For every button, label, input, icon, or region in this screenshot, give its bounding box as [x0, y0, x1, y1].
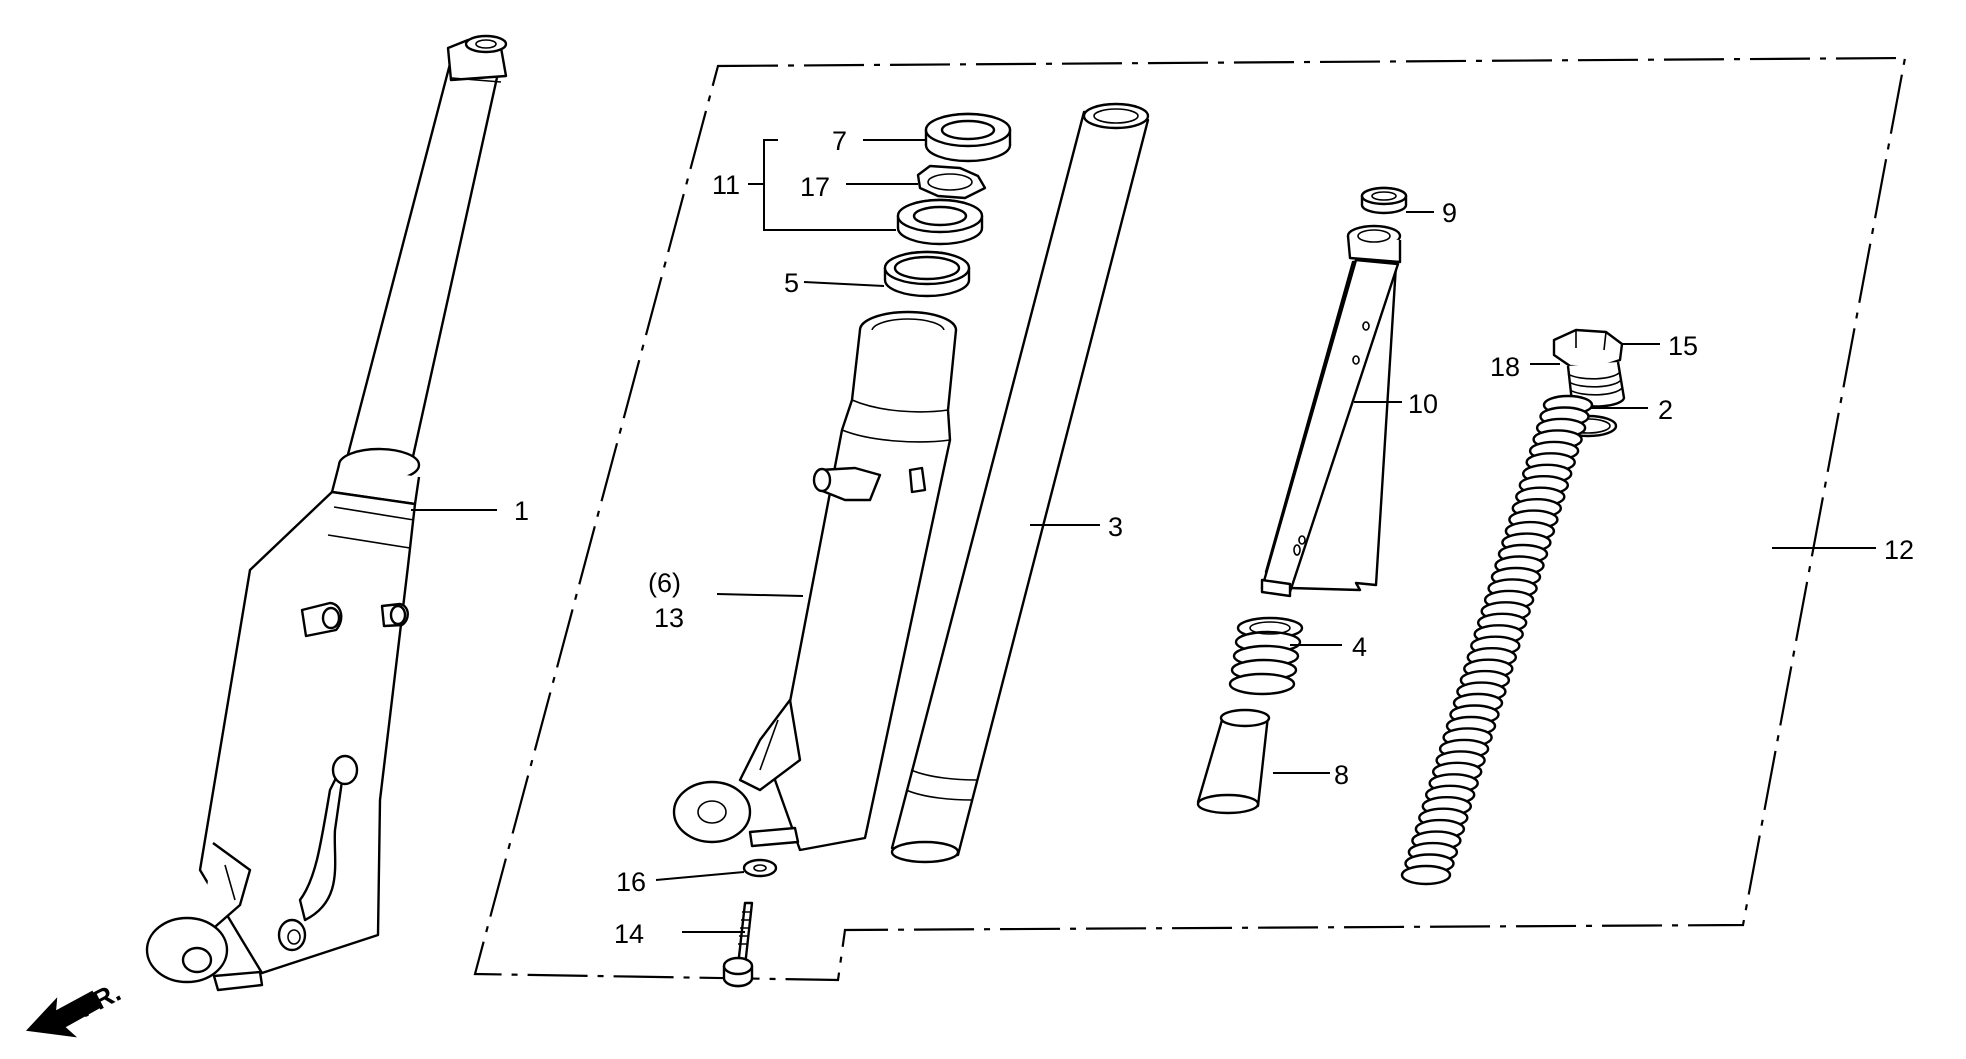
callout-13: 13 — [654, 603, 684, 633]
callout-6: (6) — [648, 568, 681, 598]
socket-bolt-14 — [722, 901, 754, 988]
callout-12: 12 — [1884, 535, 1914, 565]
callout-9: 9 — [1442, 198, 1457, 228]
fork-slider — [672, 310, 958, 852]
oil-seal-lower — [896, 198, 984, 246]
kit-boundary — [473, 56, 1907, 982]
rebound-spring-4 — [1228, 616, 1304, 696]
dust-seal-5 — [883, 250, 971, 298]
callout-labels: 1 2 3 4 5 (6) 7 8 9 10 11 12 13 14 15 16… — [514, 126, 1914, 949]
spring-coils — [1400, 394, 1594, 886]
callout-14: 14 — [614, 919, 644, 949]
fork-bolt-15 — [1552, 328, 1626, 408]
callout-18: 18 — [1490, 352, 1520, 382]
washer-16 — [742, 858, 778, 878]
oil-seal-7 — [924, 112, 1012, 163]
callout-4: 4 — [1352, 632, 1367, 662]
snap-ring-17 — [916, 164, 987, 200]
spring-coil — [1400, 864, 1452, 886]
front-arrow-icon — [25, 990, 102, 1038]
callout-1: 1 — [514, 496, 529, 526]
callout-2: 2 — [1658, 395, 1673, 425]
front-direction-indicator: FR. — [25, 977, 125, 1038]
callout-8: 8 — [1334, 760, 1349, 790]
fork-spring-2 — [1400, 394, 1594, 886]
piston-ring-9 — [1360, 186, 1408, 215]
callout-17: 17 — [800, 172, 830, 202]
callout-16: 16 — [616, 867, 646, 897]
leader-lines — [411, 139, 1876, 933]
fork-pipe-3 — [890, 102, 1150, 864]
callout-10: 10 — [1408, 389, 1438, 419]
fork-piston-rod — [1260, 258, 1400, 598]
callout-5: 5 — [784, 268, 799, 298]
callout-11: 11 — [712, 170, 740, 200]
callout-3: 3 — [1108, 512, 1123, 542]
oil-lock-piece-8 — [1196, 708, 1271, 815]
callout-7: 7 — [832, 126, 847, 156]
fork-leg-assembly — [145, 34, 508, 992]
callout-15: 15 — [1668, 331, 1698, 361]
